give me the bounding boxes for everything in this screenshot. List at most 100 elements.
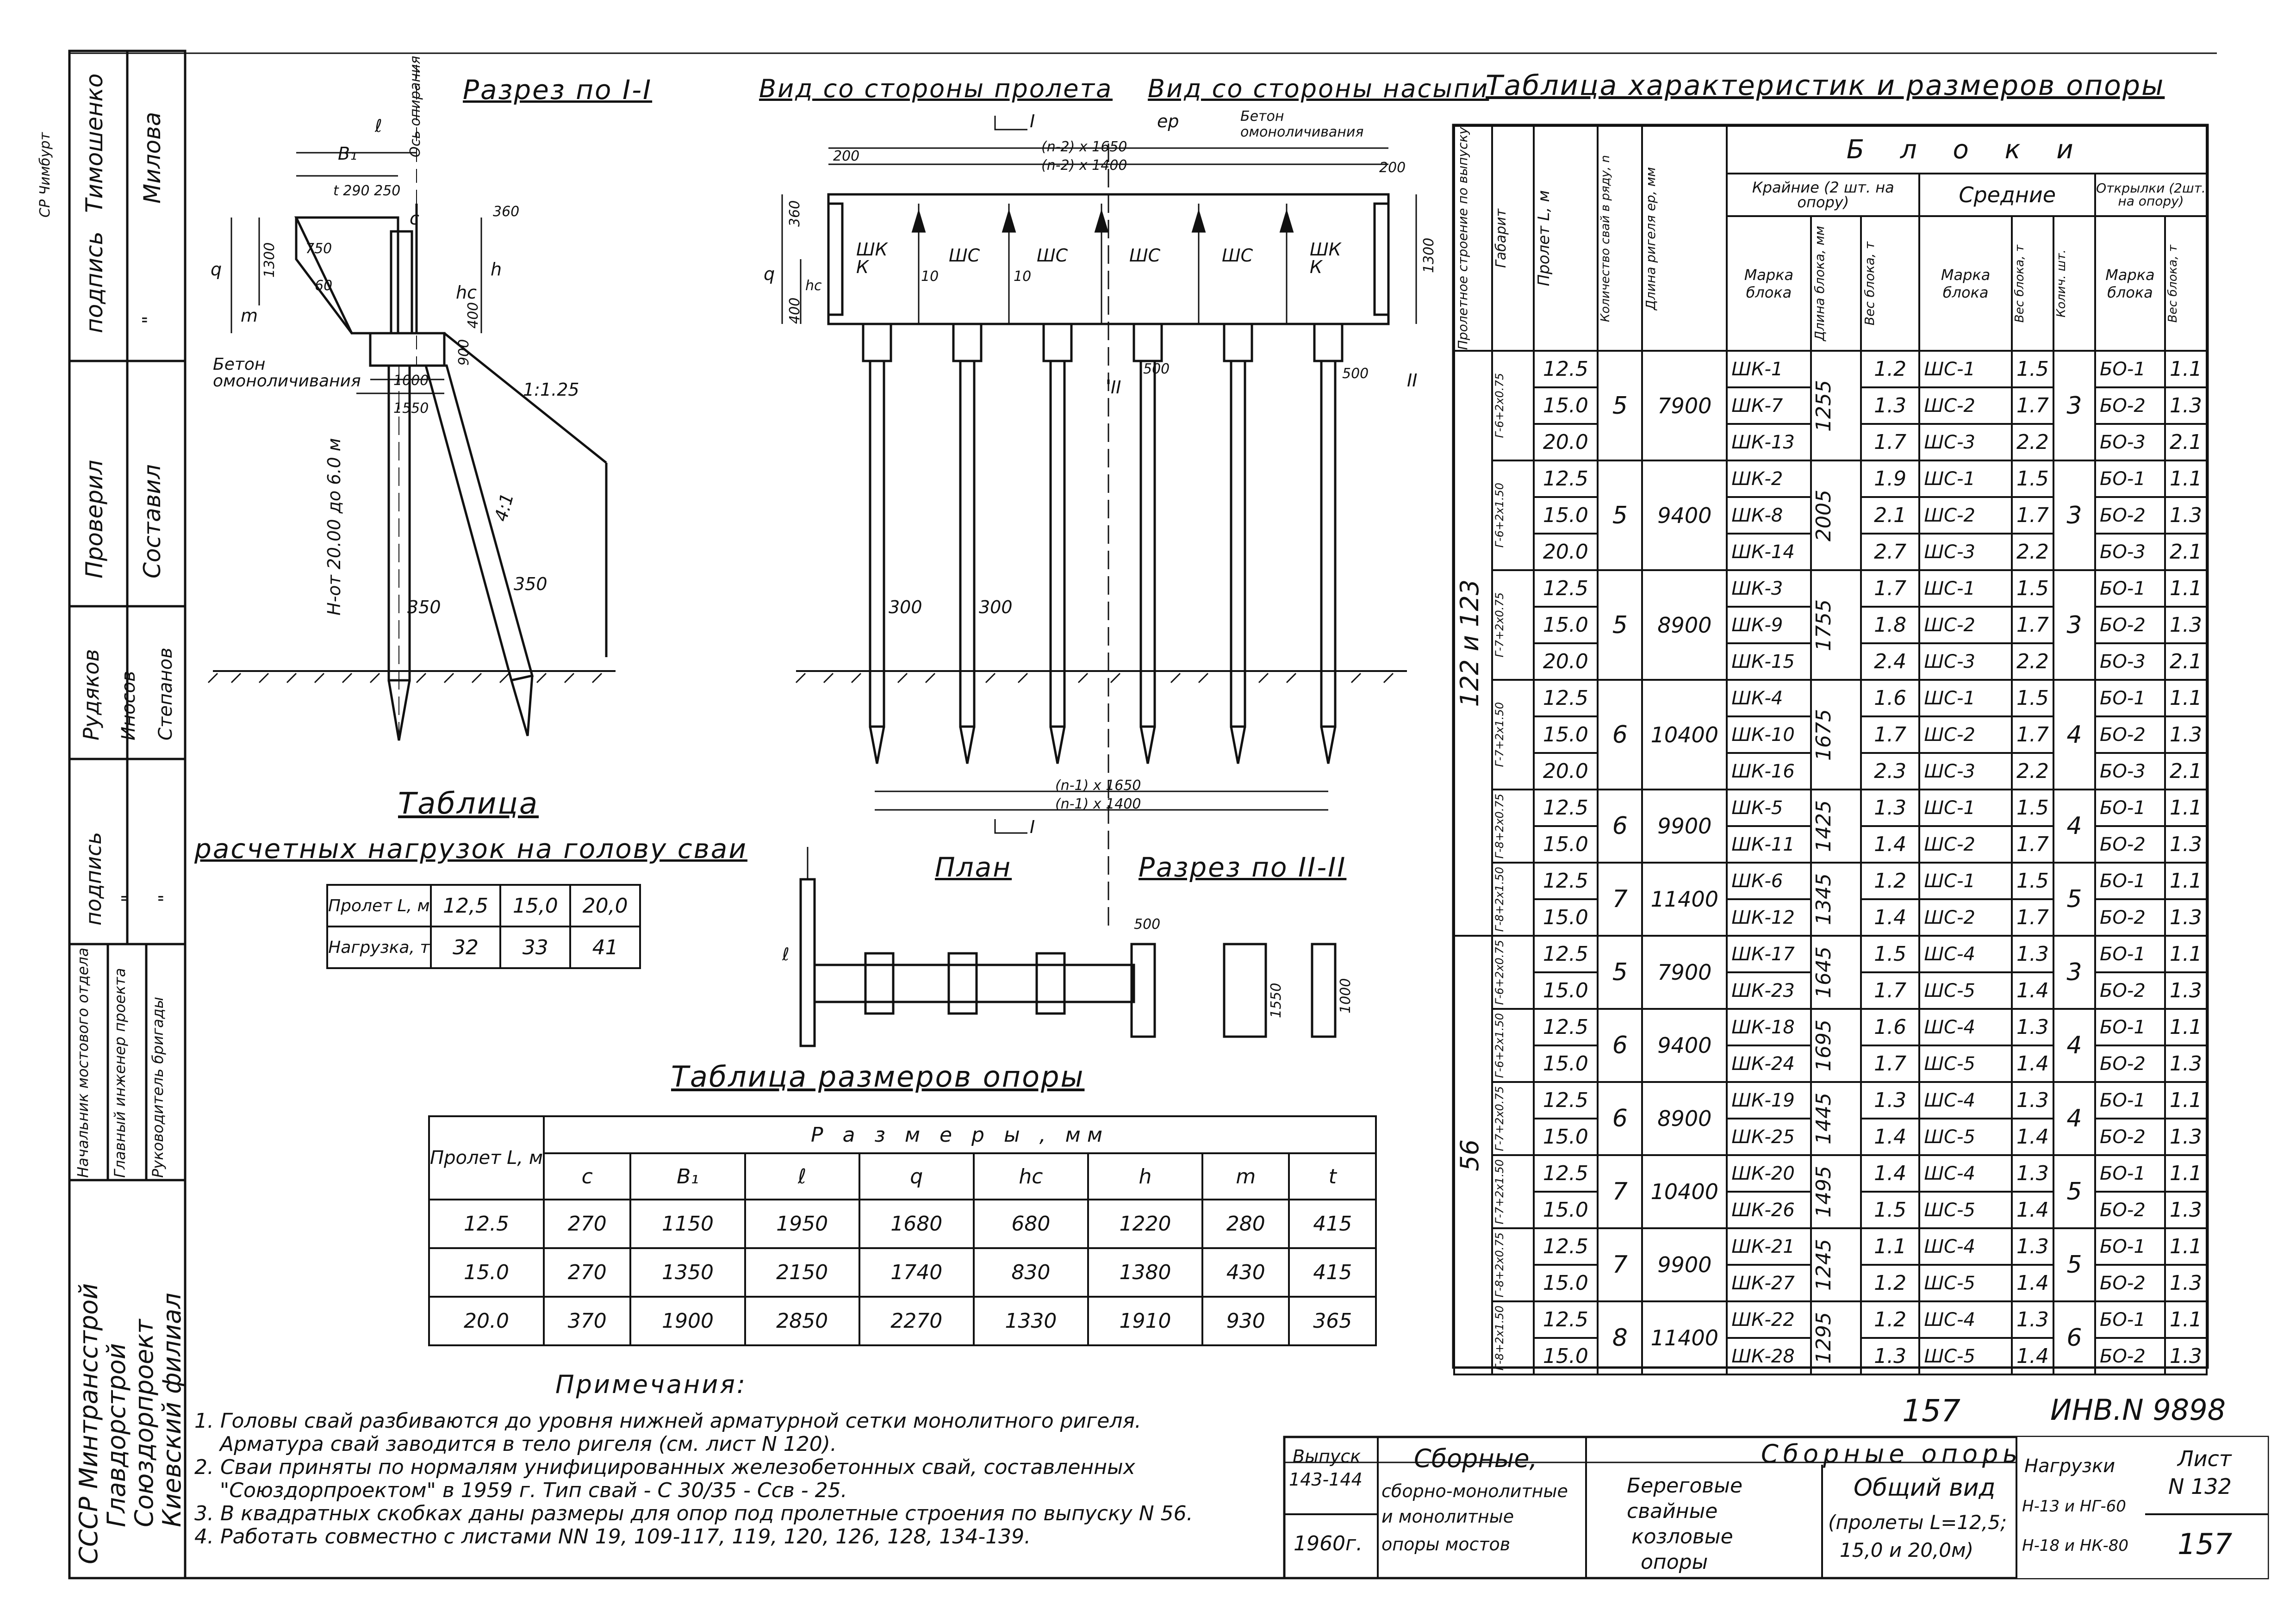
char-head-blen: Длина блока, мм [1811, 226, 1827, 342]
char-cell: ШК-1 [1726, 350, 1812, 389]
char-cell: ШК-24 [1726, 1045, 1812, 1083]
char-cell: ШС-2 [1918, 898, 2013, 937]
char-cell: ШС-3 [1918, 752, 2013, 791]
char-cell: БО-2 [2094, 825, 2166, 864]
char-cell: 20.0 [1532, 533, 1599, 572]
char-cell: 1.7 [2010, 496, 2054, 535]
dims-cell: 12.5 [428, 1199, 545, 1249]
char-cell: БО-1 [2094, 862, 2166, 901]
dims-cell: 1900 [629, 1296, 746, 1346]
char-cell: ШК-27 [1726, 1264, 1812, 1303]
dims-cell: 270 [543, 1199, 632, 1249]
char-cell: ШК-16 [1726, 752, 1812, 791]
char-cell: БО-1 [2094, 569, 2166, 608]
char-cell: БО-1 [2094, 1008, 2166, 1047]
char-cell: 1.7 [2010, 386, 2054, 425]
char-cell: Г-8+2x1.50 [1491, 862, 1535, 937]
dims-head: Р а з м е р ы , мм [543, 1115, 1377, 1154]
char-cell: 2.3 [1860, 752, 1921, 791]
char-cell: 20.0 [1532, 752, 1599, 791]
role-3: Руководитель бригады [149, 997, 167, 1178]
stamp-subject-3: козловые [1631, 1525, 1733, 1548]
char-cell: 1.4 [2010, 1045, 2054, 1083]
char-cell: 8900 [1641, 1081, 1728, 1157]
char-cell-text: 1445 [1811, 1093, 1836, 1145]
dim-q-side: q [764, 264, 775, 284]
char-cell: 9400 [1641, 460, 1728, 572]
char-cell: ШС-4 [1918, 1300, 2013, 1339]
char-cell: 1.3 [2164, 971, 2208, 1010]
char-cell: БО-3 [2094, 752, 2166, 791]
char-cell: ШС-2 [1918, 496, 2013, 535]
char-cell: 1.3 [1860, 1081, 1921, 1120]
dims-cell: 1740 [858, 1247, 975, 1298]
dim-1300-side: 1300 [1421, 237, 1437, 273]
char-cell: 1.4 [1860, 1154, 1921, 1193]
char-cell-text: 1425 [1811, 800, 1836, 852]
char-cell: 1.2 [1860, 862, 1921, 901]
stamp-issue-number: 143-144 [1289, 1469, 1363, 1490]
char-head-mark-mid: Марка блока [1918, 215, 2013, 352]
concrete-label-side: Бетон омоноличивания [1240, 108, 1364, 140]
stamp-series-2: сборно-монолитные [1381, 1481, 1568, 1501]
char-cell: БО-1 [2094, 350, 2166, 389]
char-cell: 1.4 [2010, 1191, 2054, 1230]
char-cell: 1675 [1810, 679, 1862, 791]
char-cell: 12.5 [1532, 460, 1599, 498]
char-cell: БО-2 [2094, 1118, 2166, 1157]
char-cell-text: 2005 [1811, 489, 1836, 541]
stamp-year: 1960г. [1294, 1532, 1363, 1555]
title-block: Выпуск 143-144 1960г. Сборные, сборно-мо… [1284, 1437, 2268, 1578]
section-1-title: Разрез по I-I [463, 74, 653, 106]
stamp-view-cell: Общий вид (пролеты L=12,5; 15,0 и 20,0м) [1821, 1465, 2017, 1578]
char-cell: 1.3 [2164, 1045, 2208, 1083]
section-2-title: Разрез по II-II [1139, 852, 1347, 883]
block-shs-4: ШС [1222, 245, 1253, 266]
char-cell: ШС-4 [1918, 1154, 2013, 1193]
char-cell: Г-8+2x1.50 [1491, 1300, 1535, 1376]
dims-cell: 830 [972, 1247, 1089, 1298]
char-cell-text: 1345 [1811, 873, 1836, 926]
block-shk-right: ШК К [1310, 239, 1341, 277]
char-cell: 1.3 [1860, 386, 1921, 425]
char-cell: БО-1 [2094, 1081, 2166, 1120]
char-cell: 1.4 [1860, 898, 1921, 937]
char-head-length: Длина ригеля ep, мм [1643, 167, 1659, 310]
char-cell: 1.3 [1860, 789, 1921, 827]
char-cell: ШС-4 [1918, 1008, 2013, 1047]
plan-title: План [935, 852, 1012, 883]
char-cell-text: 1675 [1811, 709, 1836, 761]
char-cell: 5 [2052, 1227, 2096, 1303]
char-head-weight-mid: Вес блока, т [2012, 244, 2027, 323]
stamp-series-cell: Сборные, сборно-монолитные и монолитные … [1377, 1437, 1587, 1578]
char-cell: 15.0 [1532, 1264, 1599, 1303]
char-cell-text: 1245 [1811, 1239, 1836, 1291]
dims-col-t: t [1288, 1152, 1377, 1200]
char-cell: 15.0 [1532, 715, 1599, 754]
char-cell: 1.3 [2010, 1300, 2054, 1339]
char-cell: 4 [2052, 1008, 2096, 1083]
char-cell: 3 [2052, 935, 2096, 1010]
note-line-4: "Союздорпроектом" в 1959 г. Тип свай - С… [220, 1479, 847, 1502]
char-cell: 5 [1597, 569, 1643, 681]
char-cell: 1695 [1810, 1008, 1862, 1083]
char-cell: 15.0 [1532, 496, 1599, 535]
dim-1550: 1550 [393, 400, 429, 417]
signature-label-2: подпись [81, 832, 106, 926]
char-cell: Г-6+2x1.50 [1491, 460, 1535, 572]
ditto-mark-2: " [118, 894, 138, 902]
char-cell: ШС-1 [1918, 679, 2013, 718]
signature-label-1: подпись [81, 231, 108, 333]
signer-name-4: Иносов [118, 671, 139, 740]
char-cell: 10400 [1641, 1154, 1728, 1230]
dims-cell: 270 [543, 1247, 632, 1298]
stamp-series-4: опоры мостов [1381, 1534, 1511, 1555]
char-cell: 1.7 [1860, 569, 1921, 608]
char-cell: 3 [2052, 460, 2096, 572]
